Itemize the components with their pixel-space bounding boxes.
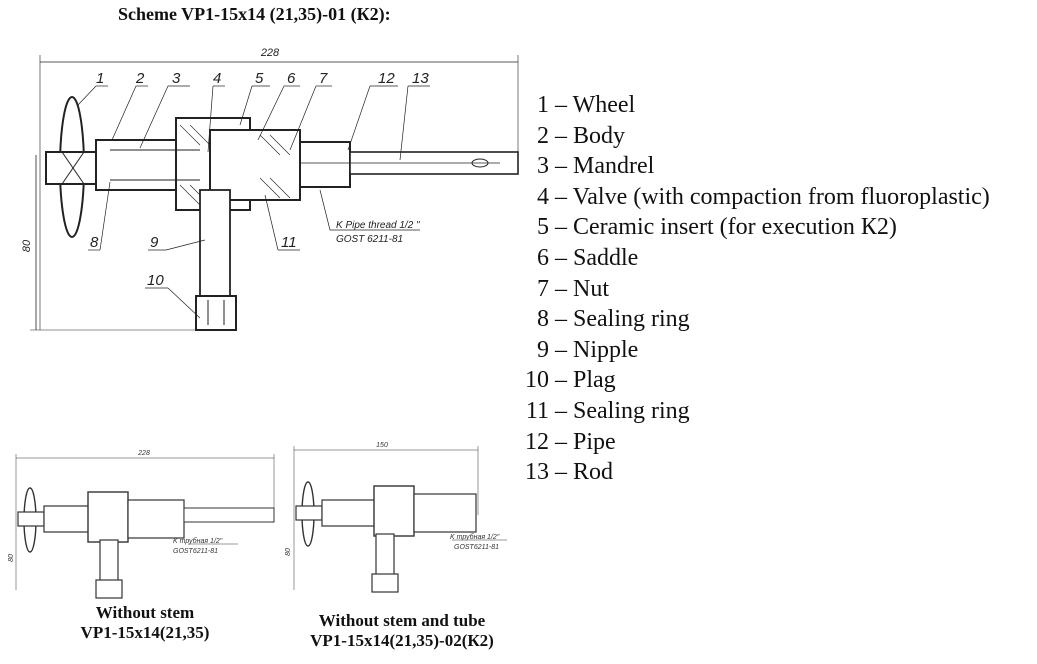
legend-item: 6 – Saddle (537, 244, 639, 271)
variant-b-caption-line1: Without stem and tube (318, 611, 486, 630)
variant-b-caption-line2: VP1-15x14(21,35)-02(К2) (310, 631, 494, 650)
variant-a-caption-line1: Without stem (95, 603, 195, 622)
legend-item: 3 – Mandrel (537, 153, 655, 180)
variant-a-caption-line2: VP1-15x14(21,35) (80, 623, 210, 642)
legend-item: 2 – Body (537, 122, 626, 149)
callout-6: 6 (287, 70, 296, 87)
callout-5: 5 (255, 70, 264, 87)
legend-item: 12 – Pipe (525, 428, 616, 455)
variant-a-caption: Without stem VP1-15x14(21,35) (40, 603, 250, 643)
legend-item: 11 – Sealing ring (525, 397, 690, 424)
variant-a-drawing: 228 80 K трубная 1/2" GOST6211-81 (8, 450, 275, 599)
legend-item: 8 – Sealing ring (537, 306, 690, 333)
variant-a-thread-2: GOST6211-81 (173, 548, 218, 555)
legend-item: 7 – Nut (537, 275, 609, 302)
legend-item: 1 – Wheel (537, 92, 636, 118)
callout-4: 4 (213, 70, 221, 87)
main-dim-length: 228 (260, 47, 280, 59)
legend-item: 10 – Plag (525, 367, 616, 394)
variant-a-dim-height: 80 (8, 554, 15, 562)
callout-11: 11 (281, 234, 297, 251)
variant-b-thread-2: GOST6211-81 (454, 544, 499, 551)
callout-8: 8 (90, 234, 99, 251)
main-drawing: 228 80 1 2 3 4 5 6 7 12 13 8 9 10 11 K P… (21, 47, 519, 331)
variant-a-thread-1: K трубная 1/2" (173, 537, 223, 545)
parts-legend: 1 – Wheel 2 – Body 3 – Mandrel 4 – Valve… (512, 90, 990, 488)
scheme-title: Scheme VP1-15x14 (21,35)-01 (К2): (118, 4, 391, 24)
callout-13: 13 (412, 70, 429, 87)
callout-12: 12 (378, 70, 395, 87)
legend-item: 9 – Nipple (537, 336, 639, 363)
variant-b-thread-1: K трубная 1/2" (450, 533, 500, 541)
variant-b-drawing: 150 80 K трубная 1/2" GOST6211-81 (285, 442, 507, 593)
callout-2: 2 (135, 70, 145, 87)
callout-7: 7 (319, 70, 328, 87)
main-thread-note-1: K Pipe thread 1/2 " (336, 220, 420, 231)
variant-b-caption: Without stem and tube VP1-15x14(21,35)-0… (282, 611, 522, 651)
callout-9: 9 (150, 234, 159, 251)
main-dim-height: 80 (21, 239, 33, 252)
legend-item: 4 – Valve (with compaction from fluoropl… (537, 183, 990, 210)
callout-10: 10 (147, 272, 164, 289)
legend-item: 5 – Ceramic insert (for execution К2) (537, 214, 897, 241)
variant-b-dim-length: 150 (376, 442, 388, 449)
callout-1: 1 (96, 70, 104, 87)
callout-3: 3 (172, 70, 181, 87)
legend-item: 13 – Rod (525, 459, 614, 486)
main-thread-note-2: GOST 6211-81 (336, 234, 403, 245)
variant-b-dim-height: 80 (285, 548, 292, 556)
variant-a-dim-length: 228 (137, 450, 150, 457)
